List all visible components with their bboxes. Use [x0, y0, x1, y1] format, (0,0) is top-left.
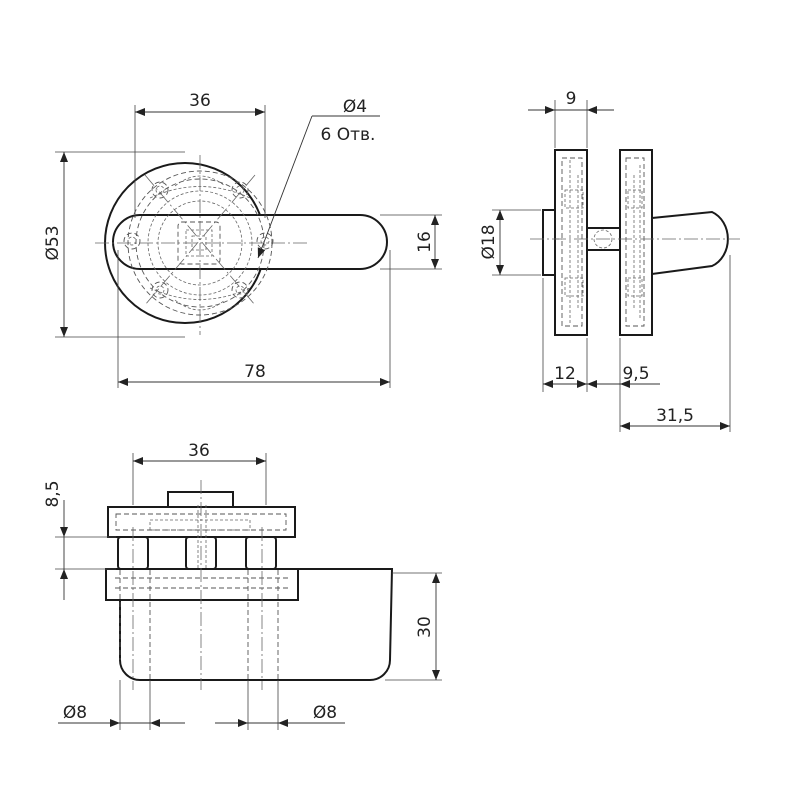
dim-width-top: 36 — [189, 91, 211, 111]
top-lever-body — [119, 568, 394, 681]
top-right-post — [245, 536, 277, 570]
dim-hole-diameter: Ø4 — [343, 97, 367, 117]
lever-outline — [112, 214, 388, 270]
dim-boss-right: Ø8 — [313, 703, 337, 723]
dim-boss-left: Ø8 — [63, 703, 87, 723]
front-center-lines — [95, 155, 310, 335]
side-hidden-lines — [556, 157, 645, 327]
top-view: 36 8,5 30 Ø8 Ø8 — [43, 441, 442, 730]
dim-top-width: 36 — [188, 441, 210, 461]
dim-right-thickness: 9,5 — [622, 364, 649, 384]
top-hidden-lines — [115, 505, 290, 680]
dim-flange-height: 8,5 — [43, 480, 63, 507]
dim-hole-count: 6 Отв. — [321, 125, 376, 145]
top-upper-flange — [107, 506, 296, 538]
side-right-plate — [619, 149, 653, 336]
dim-outer-diameter: Ø53 — [43, 225, 63, 260]
dim-handle-height: 16 — [415, 231, 435, 253]
dim-total-depth: 31,5 — [656, 406, 694, 426]
dim-shaft-diameter: Ø18 — [479, 224, 499, 259]
top-center-lines — [132, 480, 263, 690]
top-spindle-block — [167, 491, 234, 508]
top-lower-flange — [105, 568, 299, 601]
dim-left-thickness: 12 — [554, 364, 576, 384]
dim-lever-height: 30 — [415, 616, 435, 638]
side-left-boss — [542, 209, 556, 276]
dim-overall-length: 78 — [244, 362, 266, 382]
front-view: 36 Ø4 6 Отв. Ø53 16 78 — [43, 91, 442, 388]
side-lever — [651, 210, 729, 276]
side-view: 9 Ø18 12 9,5 31,5 — [479, 89, 740, 432]
dim-side-top: 9 — [566, 89, 577, 109]
